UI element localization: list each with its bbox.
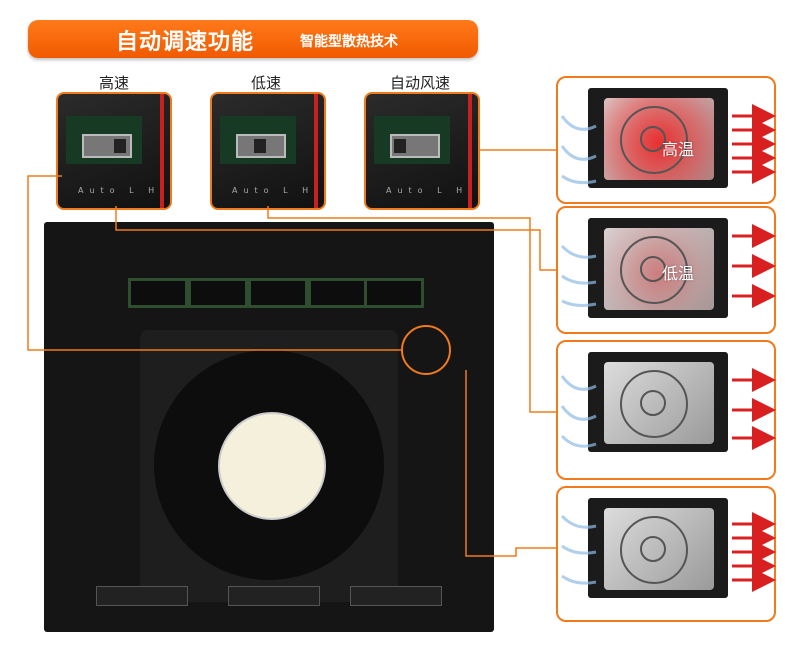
airflow-graphics [560,104,776,592]
switch-marks: Auto L H [386,186,469,195]
sata-connector [248,278,308,308]
leader-line-low [115,206,556,271]
switch-photo-auto: Auto L H [364,92,480,210]
switch-highlight-circle [401,325,451,375]
banner-title: 自动调速功能 [116,30,255,55]
switch-photo-high: Auto L H [56,92,172,210]
lower-connector [228,586,320,606]
exhaust-arrows [732,104,776,592]
title-banner: 自动调速功能 智能型散热技术 [28,20,478,58]
airflow-lines [560,115,597,585]
leader-line-high [27,175,402,351]
banner-subtitle: 智能型散热技术 [300,34,398,50]
slide-switch [390,134,440,158]
panel-label: 高温 [662,140,695,159]
switch-label-auto: 自动风速 [389,74,450,92]
lower-connector [350,586,442,606]
sata-connector [128,278,188,308]
switch-label-low: 低速 [250,74,281,92]
leader-line-auto [267,206,556,413]
sata-connector [308,278,368,308]
drive-panel-normal [556,340,776,480]
panel-label: 低温 [662,264,695,283]
leader-line-normal [465,370,556,557]
slide-switch [82,134,132,158]
switch-marks: Auto L H [78,186,161,195]
slide-switch [236,134,286,158]
lower-connector [96,586,188,606]
drive-panel-hot: 高温 [556,76,776,204]
sata-connector [364,278,424,308]
sata-connector [188,278,248,308]
switch-marks: Auto L H [232,186,315,195]
fan-label-sticker [218,412,326,520]
switch-label-high: 高速 [98,74,129,92]
drive-panel-warm: 低温 [556,206,776,334]
